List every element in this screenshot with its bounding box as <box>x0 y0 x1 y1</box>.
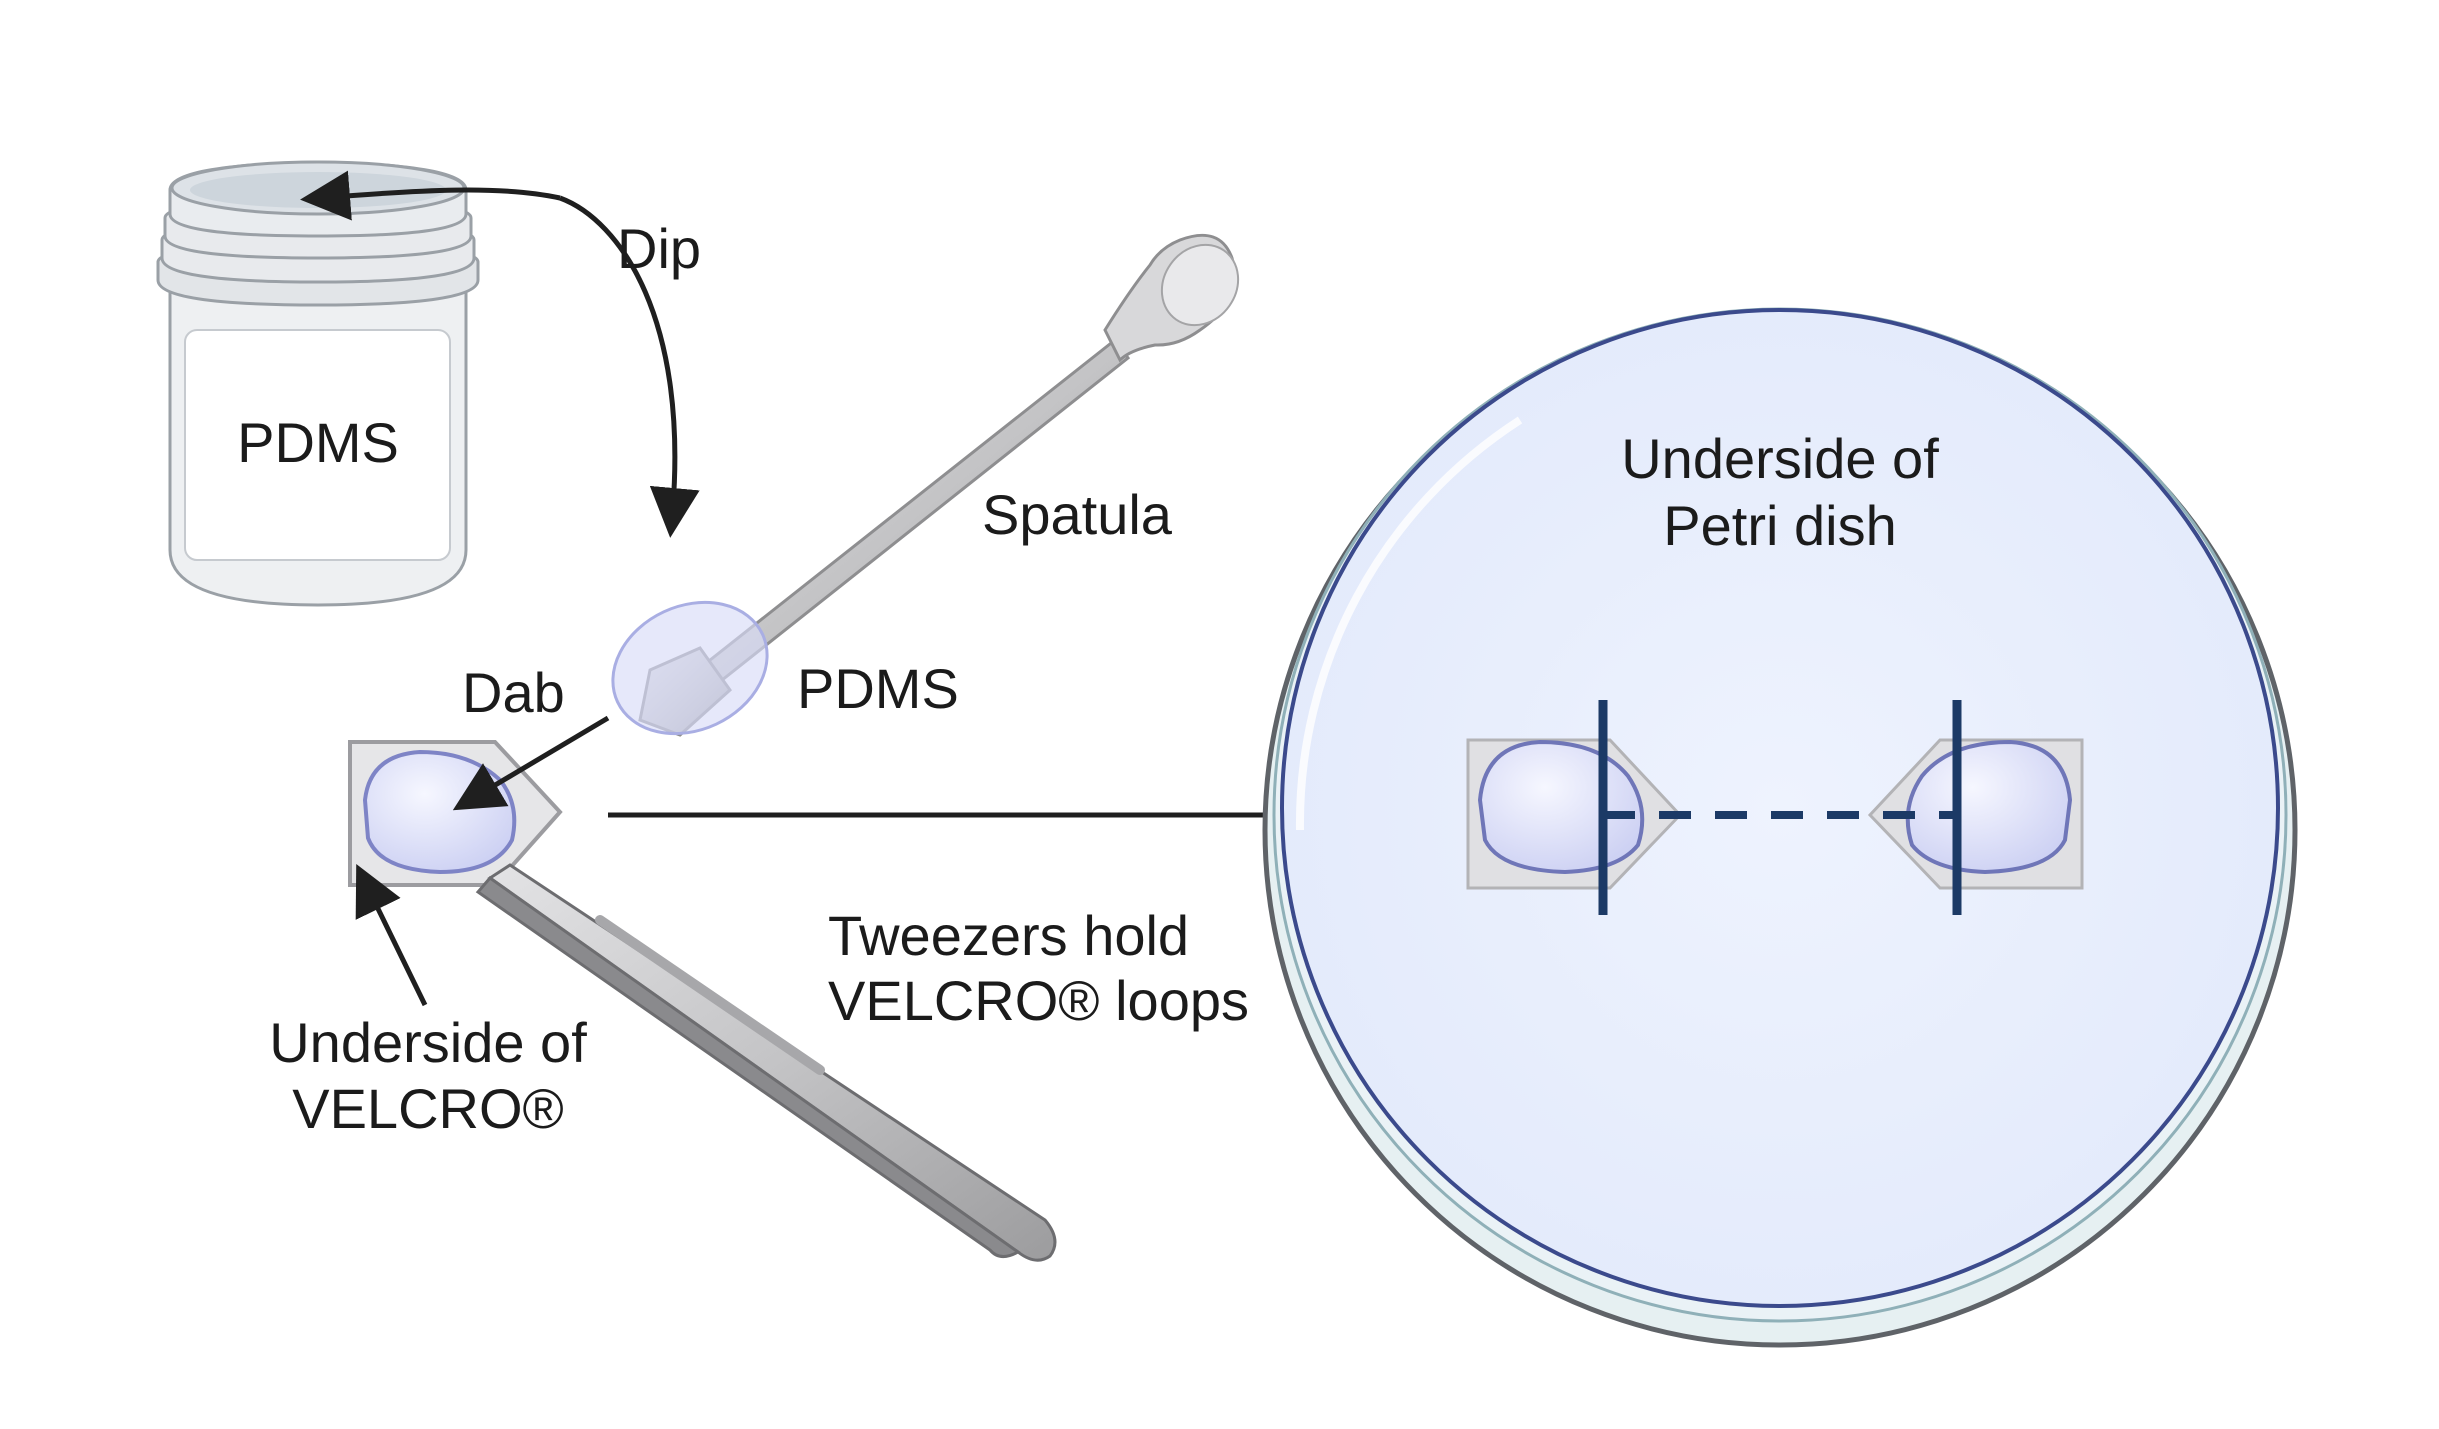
dab-label: Dab <box>462 661 565 724</box>
dip-arrow <box>559 195 700 538</box>
spatula-label: Spatula <box>982 483 1173 546</box>
pdms-blob-on-spatula <box>611 600 769 736</box>
pdms-jar: PDMS <box>156 160 480 607</box>
tweezers-label-line2: VELCRO® loops <box>828 969 1249 1032</box>
petri-dish <box>1262 307 2298 1348</box>
tweezers-label-line1: Tweezers hold <box>828 904 1189 967</box>
petri-label-line1: Underside of <box>1621 427 1939 490</box>
dip-arrow-head-top <box>300 170 561 221</box>
velcro-label-line1: Underside of <box>269 1011 587 1074</box>
jar-label: PDMS <box>237 411 399 474</box>
pdms-blob-label: PDMS <box>797 657 959 720</box>
velcro-label-line2: VELCRO® <box>292 1077 564 1140</box>
dip-label: Dip <box>617 217 701 280</box>
dab-arrow <box>452 715 610 811</box>
velcro-in-dish-right <box>1867 738 2084 890</box>
tweezers <box>475 863 1057 1262</box>
velcro-underside-arrow <box>355 864 428 1007</box>
petri-label-line2: Petri dish <box>1663 494 1896 557</box>
